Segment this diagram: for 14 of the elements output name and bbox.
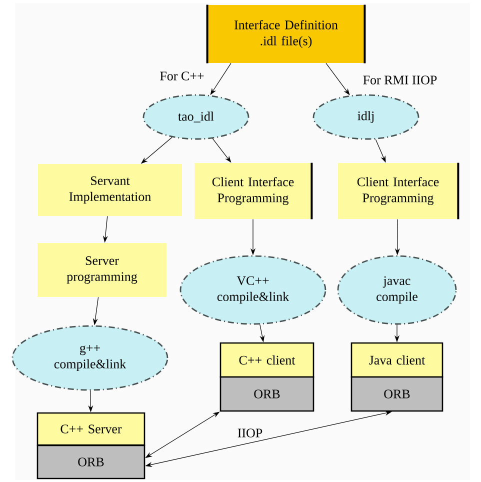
client-box: C++ Server <box>36 412 146 446</box>
step-box: Client Interface Programming <box>194 162 313 220</box>
step-box: Client Interface Programming <box>338 162 460 220</box>
client-box: Java client <box>350 342 444 378</box>
client-box: C++ client <box>220 342 314 378</box>
interface-box: Interface Definition .idl file(s) <box>206 4 366 64</box>
orb-box: ORB <box>350 376 444 412</box>
step-box: Servant Implementation <box>38 164 182 216</box>
step-box: Server programming <box>38 243 166 297</box>
edge-label: For C++ <box>158 70 206 82</box>
edge-label: For RMI IIOP <box>362 74 438 86</box>
orb-box: ORB <box>36 444 146 480</box>
orb-box: ORB <box>220 376 314 412</box>
protocol-label: IIOP <box>238 428 262 438</box>
